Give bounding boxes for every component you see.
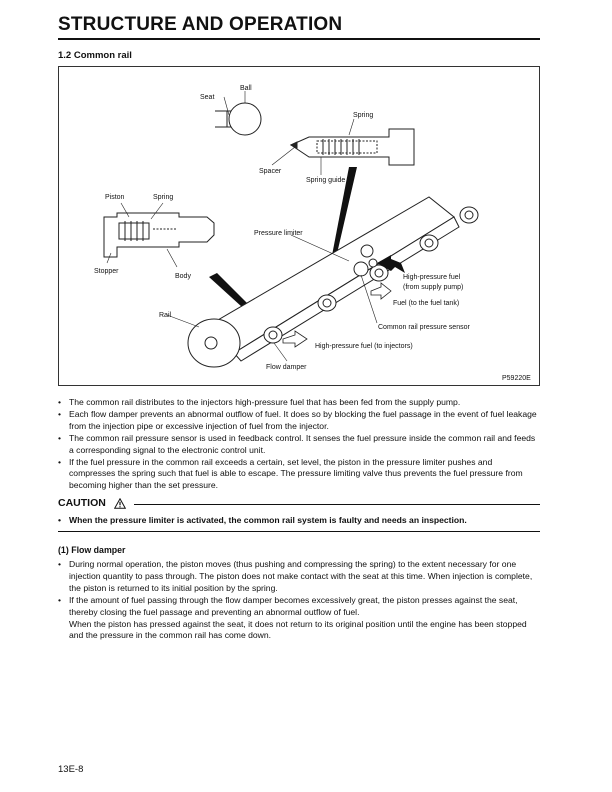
label-body: Body	[175, 273, 191, 280]
flow-damper-heading: (1) Flow damper	[58, 545, 126, 555]
label-high-pressure-out: High-pressure fuel (to injectors)	[315, 343, 413, 350]
label-spacer: Spacer	[259, 168, 282, 175]
label-pressure-sensor: Common rail pressure sensor	[378, 324, 470, 331]
page-title: STRUCTURE AND OPERATION	[58, 14, 343, 35]
caution-header: CAUTION	[58, 497, 540, 511]
label-spring-left: Spring	[153, 194, 173, 201]
label-high-pressure-in: High-pressure fuel	[403, 274, 461, 281]
flow-damper-list: During normal operation, the piston move…	[58, 559, 540, 642]
figure-code: P59220E	[502, 375, 531, 382]
label-spring-top: Spring	[353, 112, 373, 119]
caution-item: When the pressure limiter is activated, …	[58, 515, 540, 527]
common-rail-body	[187, 196, 479, 368]
label-stopper: Stopper	[94, 268, 119, 275]
ball-seat-detail	[215, 102, 262, 136]
page-number: 13E-8	[58, 764, 84, 775]
title-rule	[58, 38, 540, 40]
list-item: The common rail pressure sensor is used …	[58, 433, 540, 457]
common-rail-figure: Ball Seat Spring Spacer Spring guide Pis…	[58, 66, 540, 386]
list-item: Each flow damper prevents an abnormal ou…	[58, 409, 540, 433]
label-piston: Piston	[105, 194, 125, 201]
list-item: If the amount of fuel passing through th…	[58, 595, 540, 643]
outflow-arrow	[282, 330, 308, 348]
label-rail: Rail	[159, 312, 172, 319]
caution-end-rule	[58, 531, 540, 532]
list-item: The common rail distributes to the injec…	[58, 397, 540, 409]
label-ball: Ball	[240, 85, 252, 92]
list-item: If the fuel pressure in the common rail …	[58, 457, 540, 493]
inflow-arrow	[377, 255, 405, 273]
section-heading: 1.2 Common rail	[58, 50, 132, 61]
common-rail-illustration: Ball Seat Spring Spacer Spring guide Pis…	[94, 85, 531, 382]
label-seat: Seat	[200, 94, 214, 101]
list-item-text: If the amount of fuel passing through th…	[69, 594, 518, 617]
label-high-pressure-in-source: (from supply pump)	[403, 284, 463, 291]
caution-list: When the pressure limiter is activated, …	[58, 515, 540, 527]
list-item: During normal operation, the piston move…	[58, 559, 540, 595]
caution-rule	[134, 504, 540, 505]
description-list: The common rail distributes to the injec…	[58, 397, 540, 492]
label-fuel-to-tank: Fuel (to the fuel tank)	[393, 300, 459, 307]
caution-title: CAUTION	[58, 497, 106, 509]
label-pressure-limiter: Pressure limiter	[254, 230, 303, 237]
flow-damper-detail	[289, 128, 415, 166]
list-item-continuation: When the piston has pressed against the …	[69, 618, 527, 641]
warning-triangle-icon	[114, 498, 126, 509]
label-spring-guide: Spring guide	[306, 177, 345, 184]
label-flow-damper: Flow damper	[266, 364, 307, 371]
tank-return-arrow	[370, 282, 392, 300]
pressure-limiter-detail	[103, 212, 215, 258]
detail-pointer	[329, 167, 357, 271]
